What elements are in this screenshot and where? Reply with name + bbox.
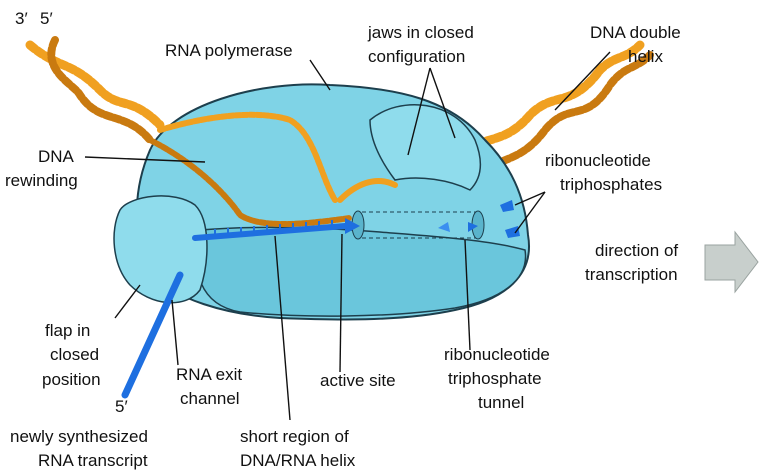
direction-arrow <box>704 230 759 294</box>
flap <box>113 195 208 304</box>
label-flap-2: closed <box>50 345 99 364</box>
label-rna-exit-2: channel <box>180 389 240 408</box>
label-direction-2: transcription <box>585 265 678 284</box>
label-dna-rewinding-2: rewinding <box>5 171 78 190</box>
label-5prime-rna: 5′ <box>115 397 128 416</box>
label-3prime-top: 3′ <box>15 9 28 28</box>
label-flap-3: position <box>42 370 101 389</box>
label-tunnel-2: triphosphate <box>448 369 542 388</box>
label-short-region-2: DNA/RNA helix <box>240 451 356 470</box>
label-ntp-2: triphosphates <box>560 175 662 194</box>
ntp-molecules <box>438 200 520 238</box>
label-jaws-2: configuration <box>368 47 465 66</box>
label-dna-rewinding-1: DNA <box>38 147 75 166</box>
label-ntp-1: ribonucleotide <box>545 151 651 170</box>
label-rna-exit-1: RNA exit <box>176 365 242 384</box>
label-direction-1: direction of <box>595 241 678 260</box>
label-tunnel-3: tunnel <box>478 393 524 412</box>
label-jaws-1: jaws in closed <box>367 23 474 42</box>
label-tunnel-1: ribonucleotide <box>444 345 550 364</box>
label-newly-2: RNA transcript <box>38 451 148 470</box>
label-rna-polymerase: RNA polymerase <box>165 41 293 60</box>
label-5prime-top: 5′ <box>40 9 53 28</box>
label-dna-double-2: helix <box>628 47 663 66</box>
label-dna-double-1: DNA double <box>590 23 681 42</box>
dna-helix-left <box>25 36 165 144</box>
label-newly-1: newly synthesized <box>10 427 148 446</box>
leader-lines <box>84 51 611 421</box>
labels: 3′ 5′ RNA polymerase jaws in closed conf… <box>5 9 681 470</box>
label-flap-1: flap in <box>45 321 90 340</box>
dna-inside-polymerase <box>147 111 398 227</box>
label-short-region-1: short region of <box>240 427 349 446</box>
rna-transcript <box>121 218 360 399</box>
label-active-site: active site <box>320 371 396 390</box>
